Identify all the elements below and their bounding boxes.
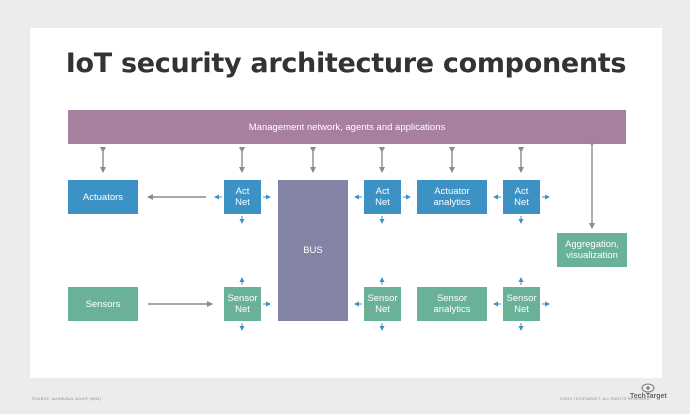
act-net-3-line1: Act [514,186,529,197]
sensor-net-2-line1: Sensor [367,293,398,304]
sensor-net-box-3: Sensor Net [503,287,540,321]
aggregation-line1: Aggregation, [565,239,619,250]
act-net-1-line2: Net [235,197,250,208]
bus-box: BUS [278,180,348,321]
act-net-1-line1: Act [235,186,250,197]
bus-label: BUS [303,245,323,256]
act-net-box-1: Act Net [224,180,261,214]
actuator-analytics-box: Actuator analytics [417,180,487,214]
sensor-net-2-line2: Net [375,304,390,315]
act-net-2-line1: Act [375,186,390,197]
aggregation-box: Aggregation, visualization [557,233,627,267]
diagram-title: IoT security architecture components [65,48,627,79]
act-net-3-line2: Net [514,197,529,208]
actuators-label: Actuators [82,191,124,203]
sensor-net-box-1: Sensor Net [224,287,261,321]
copyright-note: ©2020 TECHTARGET. ALL RIGHTS RESERVED [560,397,650,401]
sensor-analytics-line2: analytics [433,304,471,315]
actuator-analytics-line2: analytics [433,197,471,208]
sensor-analytics-line1: Sensor [436,293,468,304]
sensor-net-1-line2: Net [235,304,250,315]
sensor-net-3-line2: Net [514,304,529,315]
brand-name: TechTarget [630,393,667,400]
actuators-box: Actuators [68,180,138,214]
sensors-box: Sensors [68,287,138,321]
management-label: Management network, agents and applicati… [248,121,446,133]
sensors-label: Sensors [85,298,121,310]
act-net-2-line2: Net [375,197,390,208]
techtarget-logo-icon [641,383,655,393]
act-net-box-3: Act Net [503,180,540,214]
act-net-box-2: Act Net [364,180,401,214]
actuator-analytics-line1: Actuator [434,186,470,197]
aggregation-line2: visualization [566,250,618,261]
sensor-net-box-2: Sensor Net [364,287,401,321]
source-note: SOURCE: MAHBUBUL MOHIT (MNZ) [32,397,102,401]
sensor-net-3-line1: Sensor [506,293,537,304]
sensor-net-1-line1: Sensor [227,293,258,304]
management-network-box: Management network, agents and applicati… [68,110,626,144]
sensor-analytics-box: Sensor analytics [417,287,487,321]
